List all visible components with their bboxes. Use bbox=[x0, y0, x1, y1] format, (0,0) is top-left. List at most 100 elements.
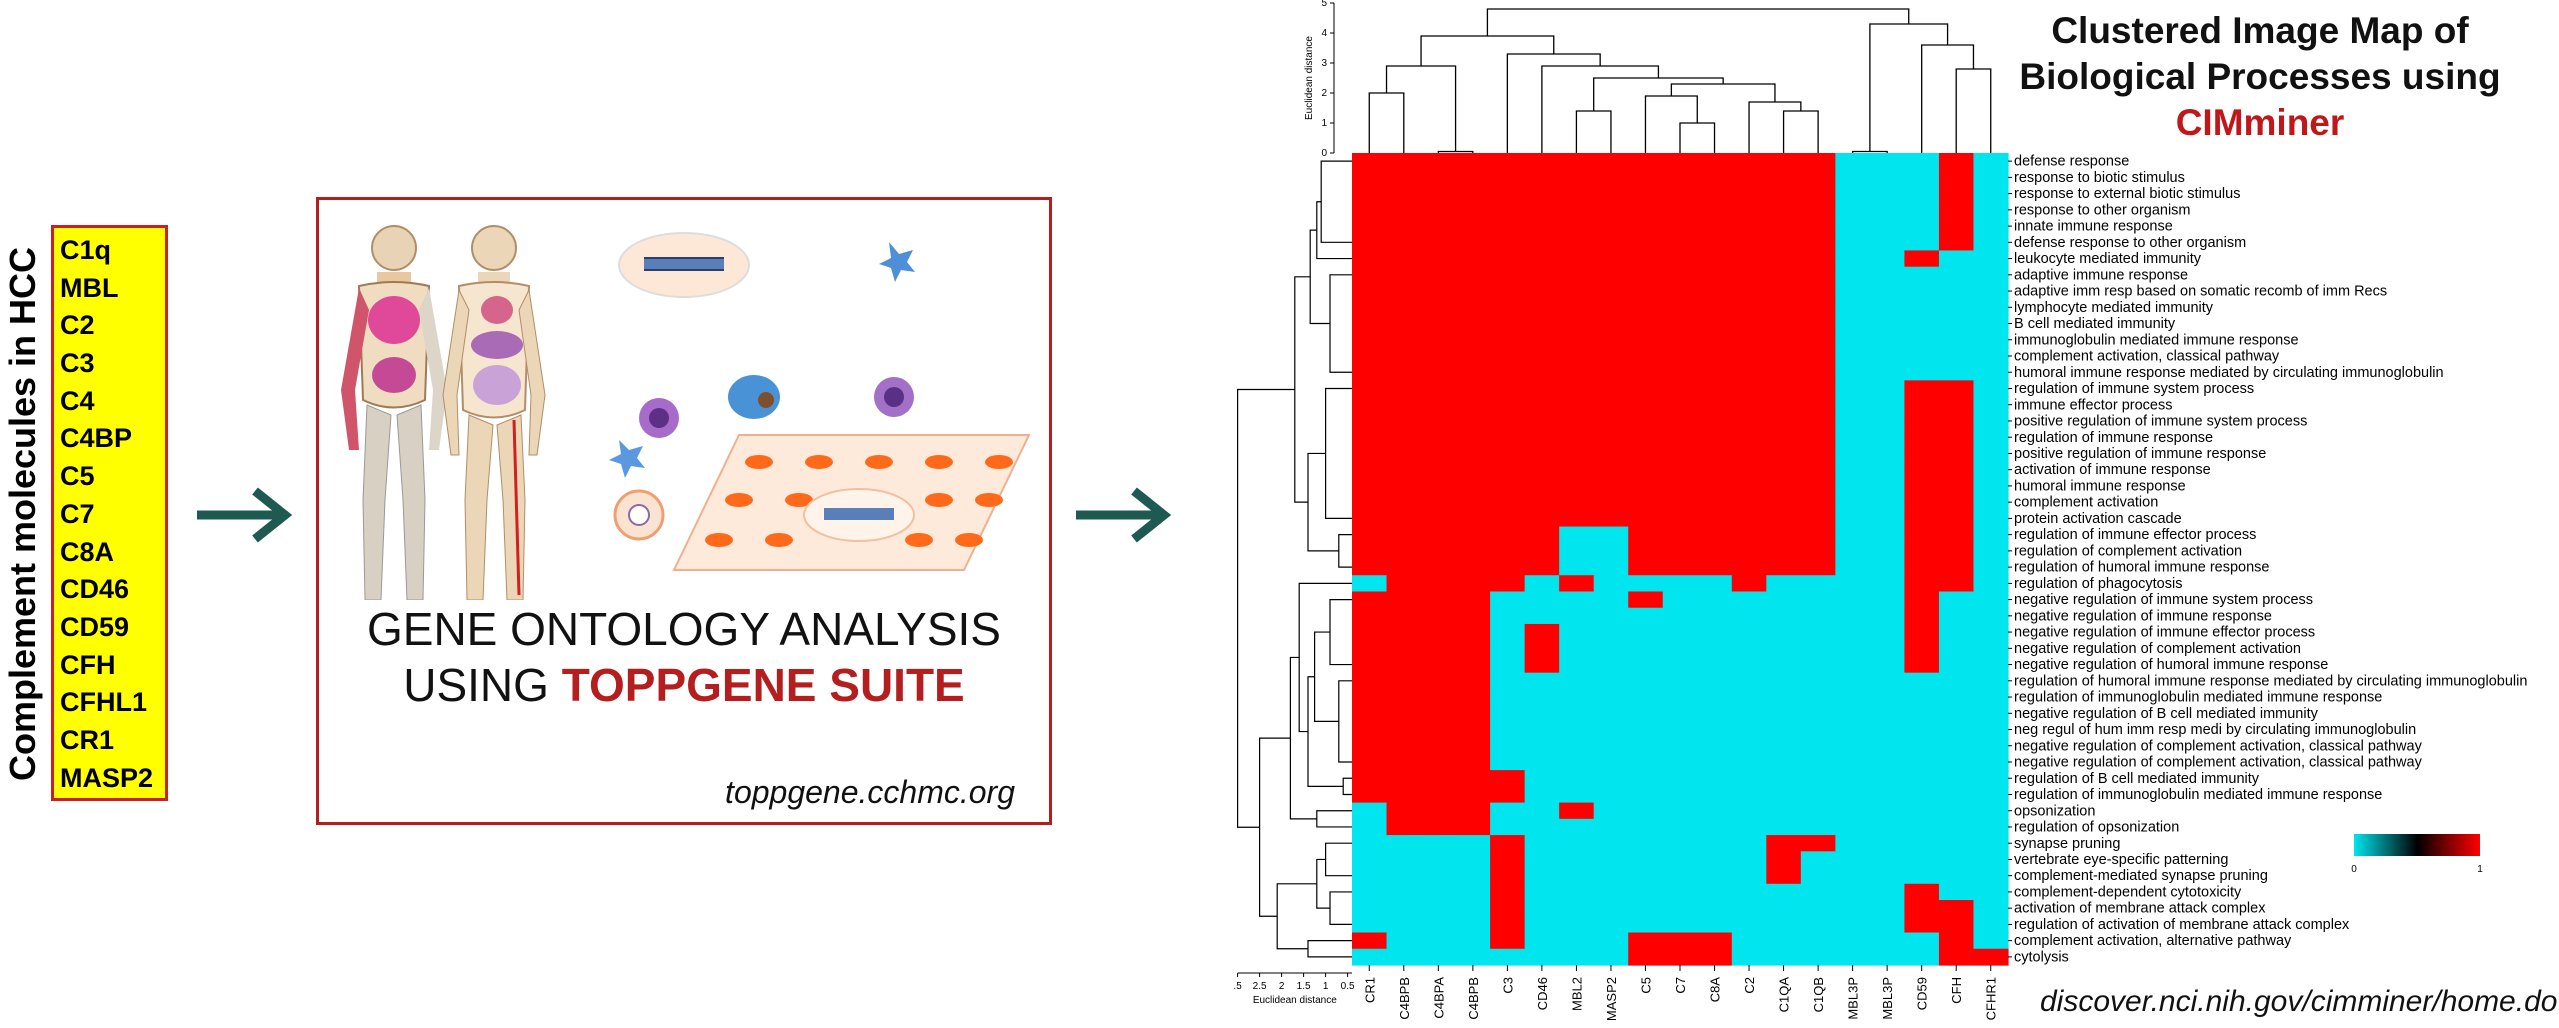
heatmap-cell bbox=[1697, 429, 1733, 446]
heatmap-cell bbox=[1869, 688, 1906, 706]
top-axis-tick-label: 2 bbox=[1321, 88, 1327, 99]
heatmap-cell bbox=[1904, 542, 1940, 560]
heatmap-cell bbox=[1662, 851, 1698, 869]
heatmap-cell bbox=[1800, 153, 1836, 170]
heatmap-cell bbox=[1662, 656, 1698, 674]
heatmap-cell bbox=[1869, 900, 1906, 917]
heatmap-cell bbox=[1835, 656, 1871, 674]
heatmap-cell bbox=[1697, 494, 1733, 511]
cim-title: Clustered Image Map of Biological Proces… bbox=[1975, 8, 2545, 146]
heatmap-cell bbox=[1628, 575, 1664, 593]
heatmap-cell bbox=[1628, 315, 1664, 333]
heatmap-cell bbox=[1662, 217, 1698, 235]
heatmap-cell bbox=[1593, 153, 1629, 170]
arrow-right-icon bbox=[197, 487, 293, 543]
heatmap-cell bbox=[1352, 380, 1388, 398]
row-label: humoral immune response mediated by circ… bbox=[2014, 365, 2444, 381]
heatmap-cell bbox=[1352, 818, 1388, 836]
heatmap-cell bbox=[1593, 510, 1629, 528]
heatmap-cell bbox=[1352, 347, 1388, 365]
row-label: negative regulation of immune response bbox=[2014, 608, 2272, 624]
heatmap-cell bbox=[1628, 672, 1664, 690]
heatmap-cell bbox=[1662, 867, 1698, 885]
heatmap-cell bbox=[1662, 445, 1698, 463]
heatmap-cell bbox=[1593, 591, 1629, 609]
heatmap-cell bbox=[1524, 786, 1560, 804]
row-label: complement activation bbox=[2014, 495, 2158, 511]
heatmap-cell bbox=[1524, 705, 1560, 722]
heatmap-cell bbox=[1593, 721, 1629, 739]
heatmap-cell bbox=[1800, 883, 1836, 901]
molecule-item: C1q bbox=[60, 235, 112, 265]
heatmap-cell bbox=[1559, 916, 1595, 934]
heatmap-cell bbox=[1662, 477, 1698, 495]
heatmap-cell bbox=[1559, 153, 1595, 170]
heatmap-cell bbox=[1490, 835, 1526, 852]
row-label: regulation of immune effector process bbox=[2014, 527, 2256, 543]
heatmap-cell bbox=[1766, 315, 1802, 333]
heatmap-cell bbox=[1766, 250, 1802, 268]
heatmap-cell bbox=[1455, 331, 1491, 349]
heatmap-cell bbox=[1938, 201, 1975, 219]
heatmap-cell bbox=[1904, 380, 1940, 398]
arrow-right-icon bbox=[1076, 487, 1172, 543]
heatmap-cell bbox=[1835, 900, 1871, 917]
heatmap-cell bbox=[1524, 494, 1560, 511]
heatmap-cell bbox=[1386, 623, 1422, 641]
heatmap-cell bbox=[1386, 721, 1422, 739]
go-title-line1: GENE ONTOLOGY ANALYSIS bbox=[366, 603, 1001, 655]
heatmap-cell bbox=[1800, 916, 1836, 934]
heatmap-cell bbox=[1697, 299, 1733, 316]
row-dendrogram bbox=[1237, 160, 1352, 958]
heatmap-cell bbox=[1559, 526, 1595, 544]
go-title-prefix: USING bbox=[403, 659, 562, 711]
heatmap-cell bbox=[1731, 542, 1767, 560]
heatmap-cell bbox=[1386, 364, 1422, 381]
heatmap-cell bbox=[1559, 217, 1595, 235]
heatmap-cell bbox=[1421, 282, 1457, 300]
heatmap-cell bbox=[1628, 737, 1664, 755]
row-label: response to other organism bbox=[2014, 202, 2191, 218]
heatmap-cell bbox=[1352, 412, 1388, 430]
heatmap-cell bbox=[1662, 802, 1698, 820]
heatmap-cell bbox=[1352, 786, 1388, 804]
heatmap-cell bbox=[1904, 412, 1940, 430]
heatmap-cell bbox=[1524, 429, 1560, 446]
heatmap-cell bbox=[1386, 786, 1422, 804]
molecule-item: CD46 bbox=[60, 574, 130, 605]
heatmap-cell bbox=[1559, 185, 1595, 203]
heatmap-cell bbox=[1593, 932, 1629, 950]
heatmap-cell bbox=[1973, 818, 2009, 836]
heatmap-cell bbox=[1524, 234, 1560, 252]
heatmap-cell bbox=[1904, 347, 1940, 365]
heatmap-cell bbox=[1938, 217, 1975, 235]
heatmap-cell bbox=[1938, 396, 1975, 414]
cim-title-line2: Biological Processes using bbox=[2019, 56, 2501, 97]
heatmap-cell bbox=[1697, 559, 1733, 576]
heatmap-cell bbox=[1800, 818, 1836, 836]
heatmap-cell bbox=[1731, 786, 1767, 804]
heatmap-cell bbox=[1455, 656, 1491, 674]
heatmap-cell bbox=[1938, 656, 1975, 674]
heatmap-cell bbox=[1421, 201, 1457, 219]
heatmap-cell bbox=[1869, 883, 1906, 901]
heatmap-cell bbox=[1386, 315, 1422, 333]
gene-ontology-panel: GENE ONTOLOGY ANALYSIS USING TOPPGENE SU… bbox=[316, 197, 1052, 825]
heatmap-cell bbox=[1593, 575, 1629, 593]
heatmap-cell bbox=[1938, 916, 1975, 934]
heatmap-cell bbox=[1421, 331, 1457, 349]
heatmap-cell bbox=[1662, 331, 1698, 349]
heatmap-cell bbox=[1559, 315, 1595, 333]
column-dendrogram bbox=[1368, 8, 1992, 153]
heatmap-cell bbox=[1628, 266, 1664, 284]
heatmap-cell bbox=[1490, 299, 1526, 316]
heatmap-cell bbox=[1835, 835, 1871, 852]
heatmap-cell bbox=[1628, 900, 1664, 917]
heatmap-cell bbox=[1386, 347, 1422, 365]
heatmap-cell bbox=[1697, 786, 1733, 804]
heatmap-cell bbox=[1524, 364, 1560, 381]
heatmap-cell bbox=[1973, 802, 2009, 820]
heatmap-cell bbox=[1421, 299, 1457, 316]
